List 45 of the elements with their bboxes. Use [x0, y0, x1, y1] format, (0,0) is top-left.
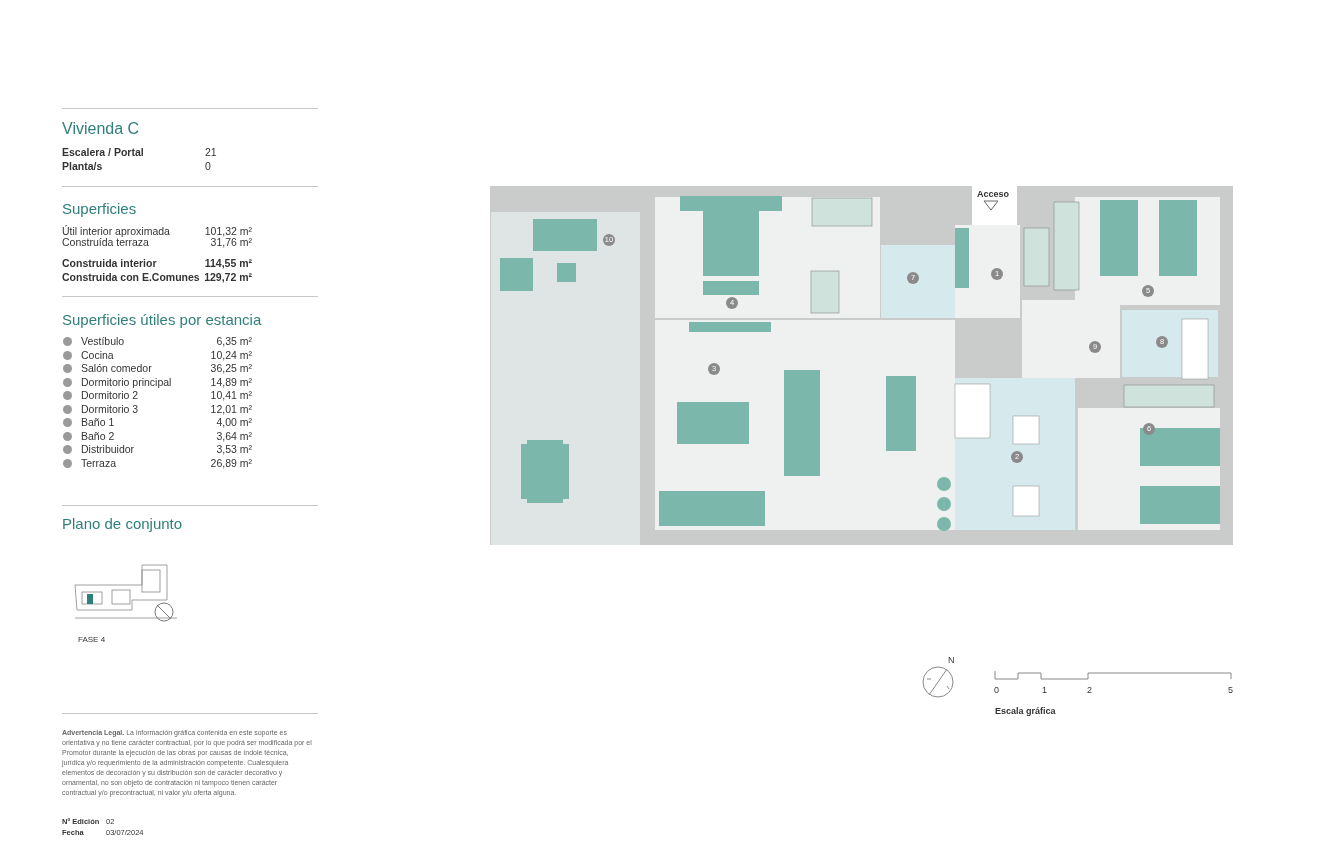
title: Vivienda C: [62, 120, 140, 137]
scale-number: 1: [1042, 684, 1047, 696]
room-name: Baño 1: [81, 416, 115, 428]
section-heading: Superficies útiles por estancia: [62, 311, 262, 328]
section-heading: Plano de conjunto: [62, 515, 183, 532]
room-area: [1022, 300, 1120, 378]
scale-number: 2: [1087, 684, 1092, 696]
room-name: Dormitorio 3: [81, 402, 139, 415]
room-area-value: 4,00 m²: [215, 416, 252, 428]
field-label: Escalera / Portal: [62, 146, 144, 158]
field-label: Planta/s: [62, 160, 103, 172]
area-value: 114,55 m²: [203, 257, 252, 269]
room-area-value: 12,01 m²: [209, 402, 252, 415]
area-value: 101,32 m²: [203, 225, 252, 237]
room-name: Distribuidor: [81, 443, 135, 455]
room-name: Vestíbulo: [81, 335, 125, 347]
room-name: Dormitorio principal: [81, 375, 172, 388]
room-name: Baño 2: [81, 429, 115, 442]
room-area-value: 3,53 m²: [215, 443, 252, 455]
entrance-label: Acceso: [977, 188, 1010, 200]
area-label: Útil interior aproximada: [62, 225, 170, 237]
room-name: Terraza: [81, 456, 116, 469]
drawing-caption: FASE 4: [78, 634, 106, 646]
room-area-value: 14,89 m²: [209, 375, 252, 388]
area-value: 31,76 m²: [210, 236, 252, 248]
room-area-value: 3,64 m²: [215, 429, 252, 442]
scale-number: 5: [1228, 684, 1233, 696]
area-label: Construída terraza: [62, 236, 149, 248]
room-area-value: 10,24 m²: [209, 348, 252, 361]
room-area: [881, 245, 955, 318]
room-area-value: 26,89 m²: [209, 456, 252, 469]
field-value: 0: [205, 160, 211, 172]
room-area-value: 6,35 m²: [215, 335, 252, 347]
room-area-value: 10,41 m²: [209, 389, 252, 401]
field-value: 21: [205, 146, 217, 158]
north-label: N: [948, 654, 955, 666]
room-name: Dormitorio 2: [81, 389, 139, 401]
section-heading: Superficies: [62, 200, 137, 217]
room-area-value: 36,25 m²: [209, 362, 252, 374]
room-name: Salón comedor: [81, 362, 152, 374]
room-name: Cocina: [81, 348, 114, 361]
area-label: Construida con E.Comunes: [62, 271, 200, 283]
scale-number: 0: [994, 684, 999, 696]
area-label: Construida interior: [62, 257, 157, 269]
scale-caption: Escala gráfica: [995, 705, 1056, 717]
